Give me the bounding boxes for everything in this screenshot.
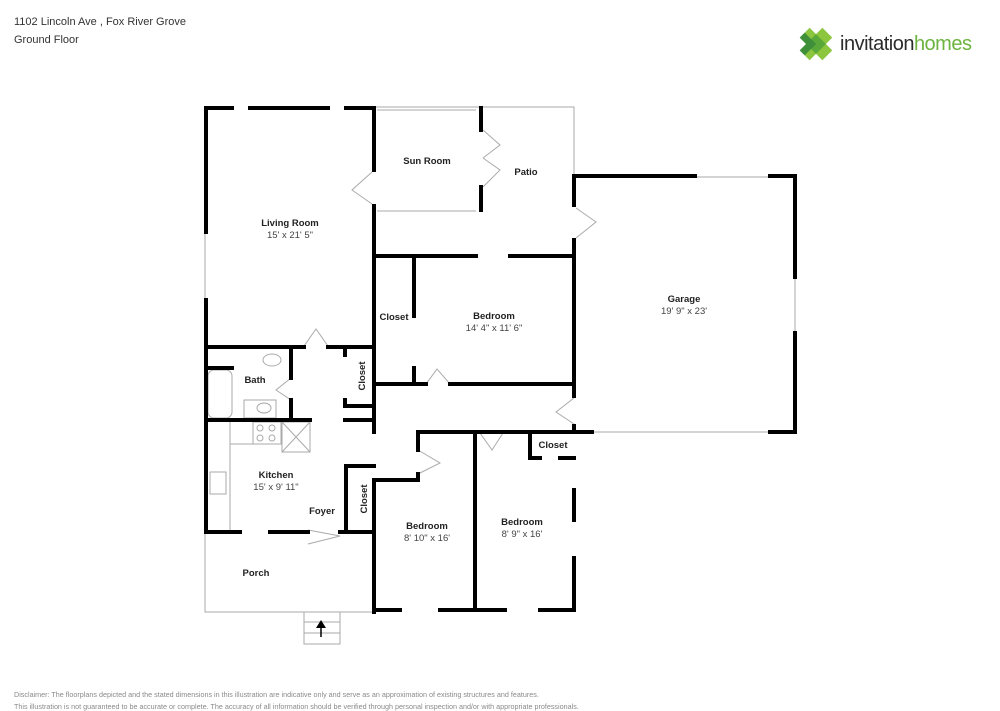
closet-1-label: Closet <box>379 312 409 323</box>
closet-2-label: Closet <box>357 361 368 391</box>
bedroom-1-label: Bedroom <box>473 311 515 322</box>
clover-logo-icon <box>799 27 833 61</box>
bath-label: Bath <box>244 375 265 386</box>
logo-wordmark: invitationhomes <box>840 32 972 55</box>
living-room-dims: 15' x 21' 5" <box>267 230 313 241</box>
bedroom-1-dims: 14' 4" x 11' 6" <box>466 323 523 334</box>
living-room-label: Living Room <box>261 218 319 229</box>
patio-label: Patio <box>514 167 537 178</box>
kitchen-label: Kitchen <box>259 470 294 481</box>
room-labels: Living Room 15' x 21' 5" Sun Room Patio … <box>243 156 708 579</box>
bedroom-3-dims: 8' 9" x 16' <box>502 529 543 540</box>
bedroom-2-dims: 8' 10" x 16' <box>404 533 450 544</box>
foyer-label: Foyer <box>309 506 335 517</box>
sun-room-label: Sun Room <box>403 156 451 167</box>
closet-3-label: Closet <box>359 484 370 514</box>
property-address: 1102 Lincoln Ave , Fox River Grove <box>14 16 187 28</box>
floor-label: Ground Floor <box>14 34 79 46</box>
company-logo: invitationhomes <box>798 26 972 62</box>
bedroom-2-label: Bedroom <box>406 521 448 532</box>
disclaimer-line-1: Disclaimer: The floorplans depicted and … <box>14 690 539 699</box>
entry-arrow-icon <box>316 620 326 637</box>
bedroom-3-label: Bedroom <box>501 517 543 528</box>
porch-label: Porch <box>243 568 270 579</box>
garage-dims: 19' 9" x 23' <box>661 306 707 317</box>
garage-label: Garage <box>668 294 701 305</box>
kitchen-dims: 15' x 9' 11" <box>253 482 298 493</box>
closet-4-label: Closet <box>538 440 568 451</box>
